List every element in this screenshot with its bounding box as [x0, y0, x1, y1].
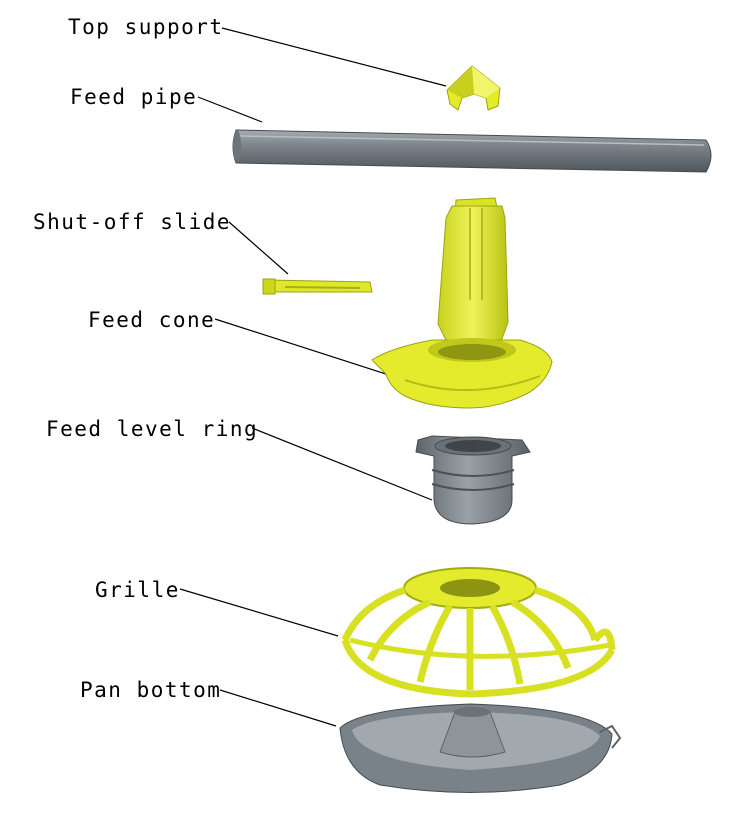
leader-pan-bottom: [219, 689, 337, 727]
leader-feed-level-ring: [251, 427, 433, 501]
feed-cone-part: [371, 197, 553, 409]
leader-feed-pipe: [197, 96, 263, 123]
leader-lines: [179, 27, 447, 727]
top-support-part: [446, 65, 501, 111]
label-feed-cone: Feed cone: [88, 308, 216, 332]
feed-level-ring-part: [415, 435, 531, 525]
pan-bottom-part: [339, 703, 622, 793]
label-shutoff-slide: Shut-off slide: [33, 210, 232, 234]
label-feed-level-ring: Feed level ring: [46, 417, 259, 441]
leader-feed-cone: [214, 318, 387, 375]
label-top-support: Top support: [68, 15, 224, 39]
leader-grille: [179, 588, 339, 637]
shutoff-slide-part: [262, 278, 373, 295]
label-grille: Grille: [95, 578, 180, 602]
leader-shutoff-slide: [228, 221, 289, 275]
leader-top-support: [221, 27, 447, 87]
feed-pipe-part: [232, 129, 712, 173]
label-pan-bottom: Pan bottom: [80, 678, 222, 702]
label-feed-pipe: Feed pipe: [70, 85, 198, 109]
grille-part: [341, 567, 616, 698]
